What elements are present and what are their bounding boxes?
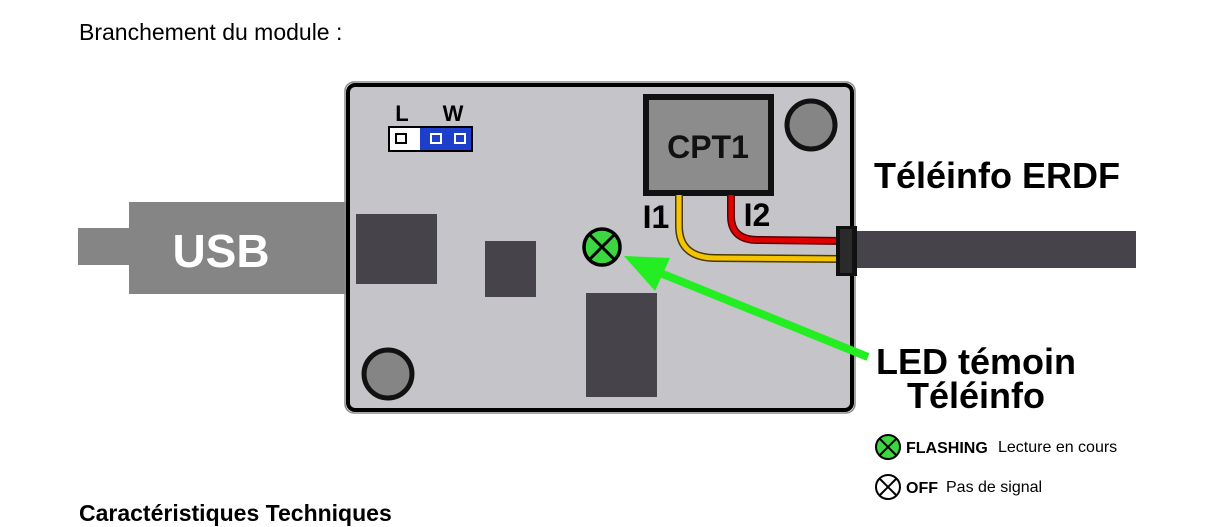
chip-small	[485, 241, 536, 297]
teleinfo-cable	[850, 231, 1136, 268]
wire-label-i2: I2	[744, 197, 771, 233]
intro-text: Branchement du module :	[79, 19, 343, 45]
jumper-pin-1	[395, 133, 407, 144]
jumper-label-w: W	[443, 101, 464, 126]
jumper-label-l: L	[395, 101, 408, 126]
usb-cable	[78, 228, 138, 265]
led-arrow-head	[624, 256, 670, 291]
usb-connector-component	[356, 214, 437, 284]
jumper-pin-2	[430, 133, 442, 144]
wire-i2-fill	[728, 195, 846, 244]
legend-off-description: Pas de signal	[946, 479, 1042, 496]
cpt1-component	[643, 94, 774, 196]
led-arrow-shaft	[646, 264, 870, 361]
wire-i1-fill	[676, 195, 846, 262]
mounting-hole-top	[784, 98, 838, 152]
cpt1-label: CPT1	[667, 129, 749, 165]
teleinfo-connector-inner	[840, 229, 852, 273]
led-label-line2: Téléinfo	[907, 375, 1045, 416]
legend-off-icon	[875, 474, 901, 500]
teleinfo-erdf-label: Téléinfo ERDF	[874, 155, 1120, 196]
mounting-hole-bottom	[361, 347, 415, 401]
section-heading: Caractéristiques Techniques	[79, 500, 392, 526]
jumper-pin-3	[454, 133, 466, 144]
legend-flashing-description: Lecture en cours	[998, 439, 1117, 456]
legend-flashing-icon	[875, 434, 901, 460]
legend-flashing-state: FLASHING	[906, 440, 988, 457]
usb-label: USB	[172, 225, 269, 277]
wire-label-i1: I1	[643, 199, 670, 235]
led-label-line1: LED témoin	[876, 341, 1076, 382]
led-indicator	[582, 227, 622, 267]
legend-off-state: OFF	[906, 480, 938, 497]
chip-large	[586, 293, 657, 397]
jumper-cap	[420, 128, 471, 150]
usb-plug	[129, 202, 359, 294]
module-connection-diagram: USB L W CPT1 I1 I2 Téléinfo ERDF LED tém…	[78, 81, 1136, 500]
